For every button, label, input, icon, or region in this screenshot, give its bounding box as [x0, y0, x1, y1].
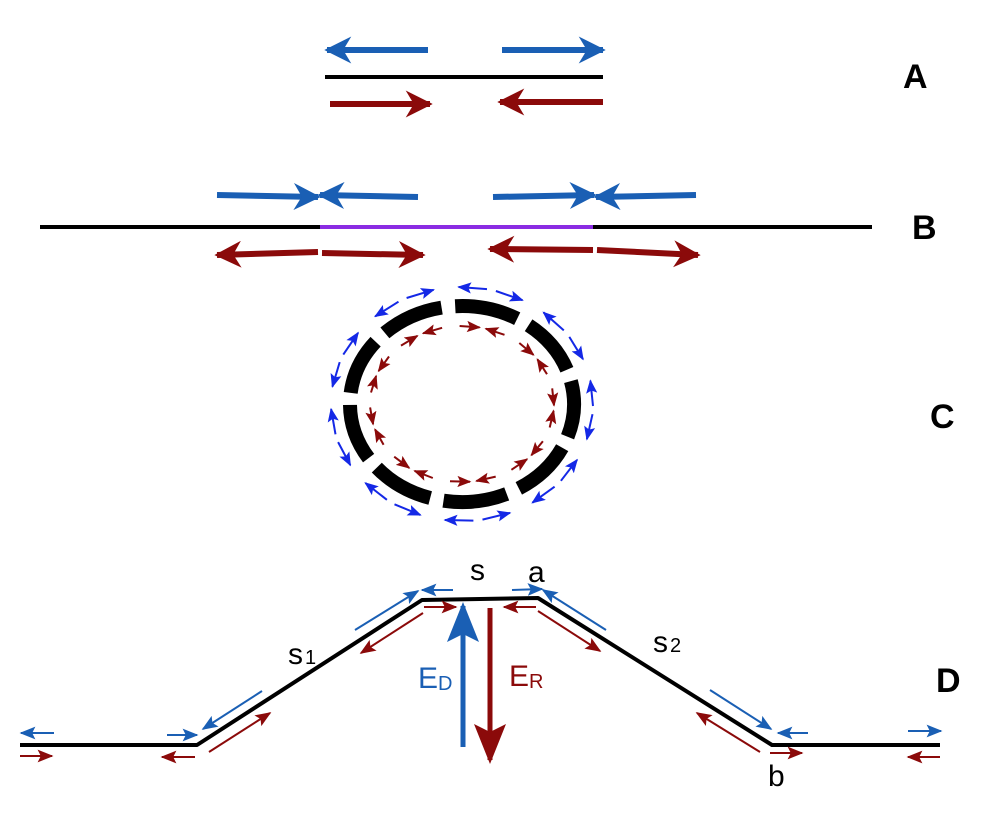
panel-a: A	[324, 36, 928, 118]
ring-red-arrow	[421, 324, 443, 336]
ring-segment	[442, 487, 510, 510]
panel-b-label: B	[912, 209, 937, 247]
ring-red-arrow	[393, 455, 411, 469]
ring-blue-arrow	[327, 407, 339, 435]
ring-red-arrow	[459, 320, 481, 333]
ring-red-arrow	[536, 358, 549, 375]
panel-d-s1-sub: 1	[305, 647, 316, 669]
panel-d-label: D	[936, 662, 961, 700]
panel-b-red-arrow-1	[214, 240, 319, 268]
panel-d-er-sub: R	[529, 671, 543, 693]
panel-d-s1-base: s	[288, 638, 303, 671]
ring-segment	[343, 336, 381, 395]
panel-d-b-label: b	[768, 760, 785, 793]
panel-d-ed-base: E	[418, 662, 438, 695]
panel-d-a-label: a	[528, 556, 545, 589]
ring-blue-arrow	[531, 485, 556, 504]
panel-a-label: A	[903, 58, 928, 96]
ring-blue-arrow	[374, 300, 400, 318]
panel-b-red-arrow-4	[596, 240, 701, 268]
ring-segment	[371, 462, 433, 505]
ring-red-arrow	[367, 374, 378, 393]
ring-red-arrow	[374, 428, 387, 446]
panel-d-blue-arrow-slope2-low	[709, 689, 773, 730]
ring-blue-arrow	[495, 290, 524, 302]
panel-d-ed-label: ED	[418, 662, 452, 695]
ring-segment	[343, 404, 375, 463]
ring-red-arrow	[518, 342, 535, 356]
ring-blue-arrow	[482, 510, 512, 522]
panel-d-blue-arrow-slope1-high	[354, 590, 420, 631]
panel-d-red-arrow-slope2-high	[537, 610, 602, 652]
ring-segment	[454, 299, 521, 326]
panel-b-blue-arrow-1	[216, 183, 321, 211]
panel-d-s-label: s	[470, 554, 485, 587]
ring-blue-arrow	[586, 379, 598, 407]
ring-segment	[515, 444, 569, 495]
ring-red-arrow	[377, 355, 391, 373]
panel-b-blue-arrow-2	[317, 181, 419, 209]
ring-blue-arrow	[342, 331, 359, 356]
ring-red-arrow	[547, 388, 559, 407]
panel-d-blue-arrow-slope1-low	[201, 690, 263, 730]
panel-c-label: C	[930, 398, 955, 436]
panel-d-red-arrow-slope2-low	[695, 712, 761, 753]
panel-b-blue-arrow-3	[492, 181, 597, 209]
ring-red-arrow	[484, 327, 505, 338]
panel-d-s2-sub: 2	[670, 635, 681, 657]
ring-red-arrow	[400, 334, 419, 348]
panel-d-red-arrow-slope1-low	[208, 712, 272, 753]
ring-blue-arrow	[337, 441, 352, 467]
panel-d-blue-arrow-top-right	[511, 583, 544, 596]
panel-d-red-arrow-slope1-high	[359, 612, 424, 654]
panel-d-er-label: ER	[509, 660, 543, 693]
ring-segment	[380, 300, 443, 339]
ring-blue-arrow	[568, 336, 584, 361]
ring-red-arrow	[413, 469, 434, 481]
ring-red-arrow	[510, 458, 529, 471]
panel-d-blue-arrow-slope2-high	[541, 589, 607, 631]
panel-d-ed-sub: D	[438, 673, 452, 695]
panel-b-red-arrow-3	[487, 235, 594, 263]
panel-d-s2-base: s	[653, 626, 668, 659]
panel-c-ring	[327, 282, 598, 526]
ring-blue-arrow	[406, 288, 435, 299]
panel-d-profile	[20, 596, 940, 747]
ring-blue-arrow	[584, 413, 596, 441]
panel-d-er-base: E	[509, 660, 529, 693]
ring-blue-arrow	[443, 514, 474, 526]
ring-red-arrow	[545, 409, 557, 428]
ring-red-arrow	[530, 440, 544, 457]
ring-blue-arrow	[560, 458, 578, 482]
ring-red-arrow	[365, 407, 377, 426]
panel-b-blue-arrow-4	[593, 183, 697, 211]
panel-b-red-arrow-2	[321, 241, 426, 269]
ring-blue-arrow	[542, 311, 565, 332]
ring-blue-arrow	[330, 361, 342, 389]
ring-segment	[561, 379, 581, 440]
ring-red-arrow	[475, 472, 496, 484]
panel-b: B	[40, 181, 937, 269]
ring-segment	[524, 319, 574, 373]
ring-blue-arrow	[394, 503, 422, 516]
ring-blue-arrow	[457, 282, 488, 294]
ring-blue-arrow	[364, 482, 388, 501]
panel-c: C	[327, 282, 955, 526]
